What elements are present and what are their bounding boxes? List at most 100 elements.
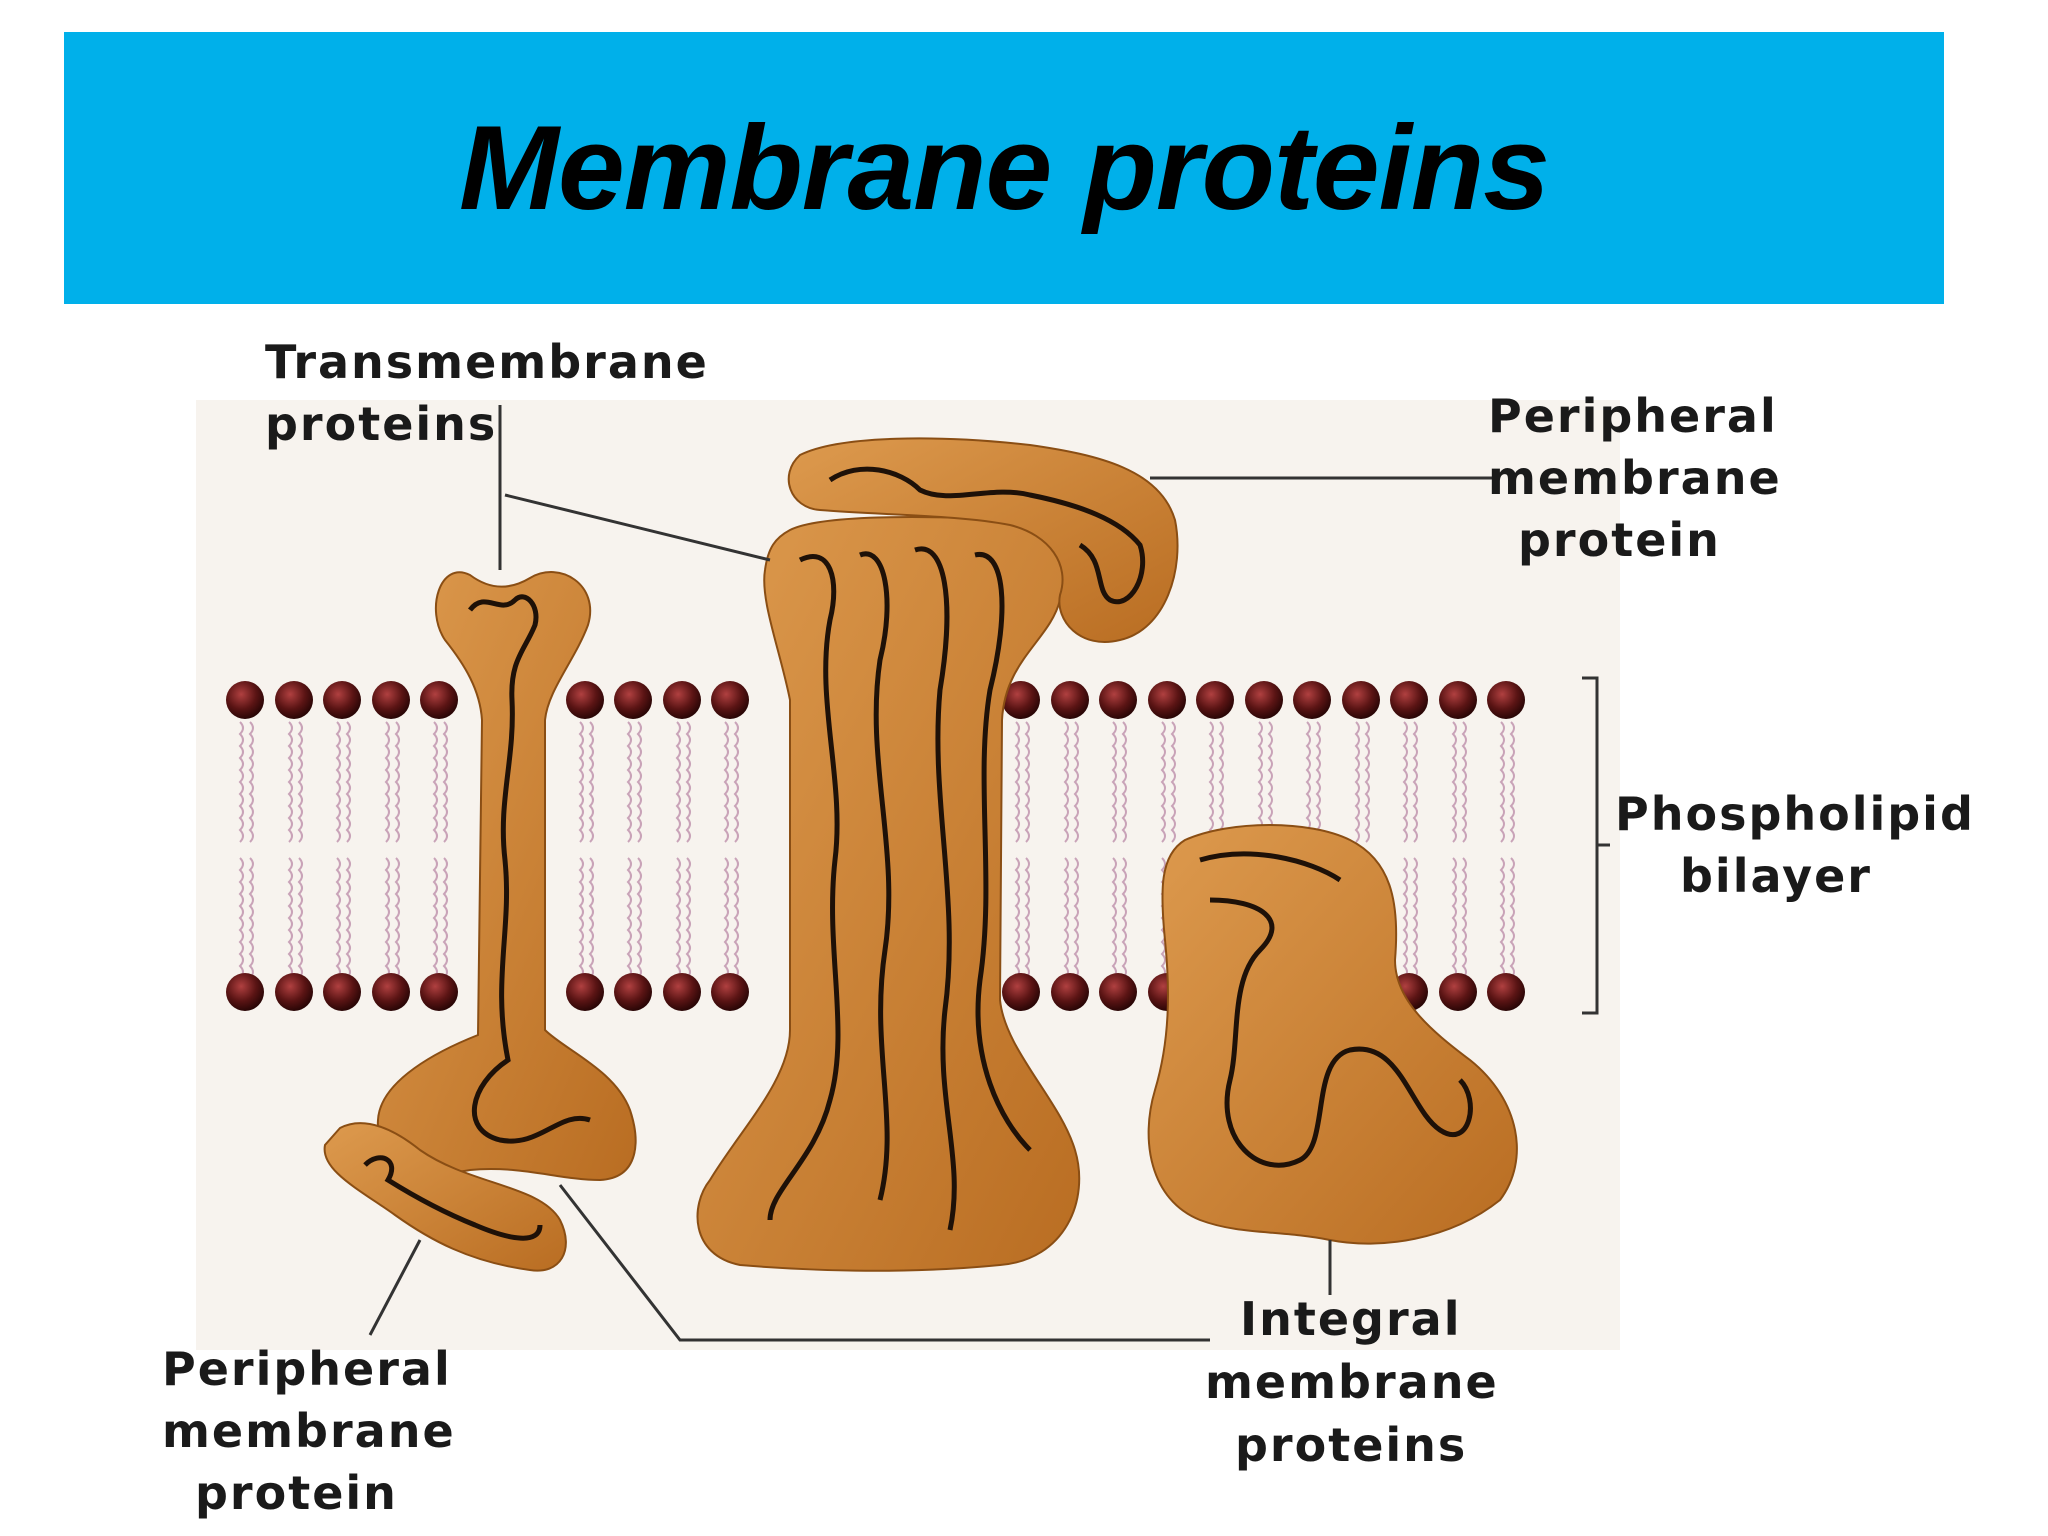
integral-protein-right — [1147, 824, 1518, 1245]
lipid-tail — [1499, 857, 1505, 979]
lipid-tail — [1063, 857, 1069, 979]
lipid-tail — [1354, 721, 1360, 843]
lipid-tail — [1402, 721, 1408, 843]
slide-title: Membrane proteins — [459, 101, 1550, 235]
lipid-head — [663, 681, 701, 719]
lipid-head — [663, 973, 701, 1011]
lipid-tail — [588, 721, 594, 843]
lipid-tail — [335, 857, 341, 979]
leader-transmembrane-central — [504, 493, 771, 562]
peripheral-protein-bottom-left — [323, 1122, 567, 1272]
lipid-tail — [1305, 721, 1311, 843]
lipid-tail — [345, 857, 351, 979]
label-peripheral-bottom-line3: protein — [195, 1466, 398, 1520]
lipid-tail — [636, 721, 642, 843]
lipid-tail — [1509, 721, 1515, 843]
lipid-tail — [675, 857, 681, 979]
label-integral-line2: membrane — [1205, 1355, 1499, 1409]
label-peripheral-top-line3: protein — [1518, 513, 1721, 567]
lipid-tail — [442, 857, 448, 979]
lipid-tail — [432, 721, 438, 843]
lipid-head — [1051, 681, 1089, 719]
lipid-tail — [1402, 857, 1408, 979]
lipid-tail — [384, 721, 390, 843]
lipid-tail — [297, 857, 303, 979]
lipid-head — [1002, 973, 1040, 1011]
lipid-tail — [287, 721, 293, 843]
lipid-tail — [287, 857, 293, 979]
lipid-head — [1148, 681, 1186, 719]
label-integral: Integral membrane proteins — [1205, 1292, 1517, 1472]
lipid-tail — [1257, 721, 1263, 843]
lipid-head — [420, 973, 458, 1011]
lipid-head — [566, 973, 604, 1011]
lipid-head — [1099, 973, 1137, 1011]
integral-protein-central — [696, 516, 1081, 1272]
lipid-tail — [626, 857, 632, 979]
lipid-head — [614, 681, 652, 719]
lipid-head — [566, 681, 604, 719]
lipid-head — [275, 973, 313, 1011]
peripheral-protein-top — [787, 437, 1179, 643]
lipid-tail — [1024, 857, 1030, 979]
lipid-tail — [1111, 721, 1117, 843]
lipid-tail — [685, 721, 691, 843]
lipid-tail — [578, 857, 584, 979]
lipid-tail — [685, 857, 691, 979]
lipid-tail — [1160, 721, 1166, 843]
lipid-head — [226, 681, 264, 719]
leader-peripheral-bottom — [368, 1239, 422, 1336]
title-bar: Membrane proteins — [64, 32, 1944, 304]
lipid-head — [1487, 681, 1525, 719]
lipid-tail — [1063, 721, 1069, 843]
lipid-tail — [1451, 721, 1457, 843]
lipid-tail — [1364, 721, 1370, 843]
lipid-head — [323, 973, 361, 1011]
lipid-tail — [1121, 857, 1127, 979]
label-transmembrane: Transmembrane proteins — [265, 335, 727, 451]
lipid-tail — [1315, 721, 1321, 843]
lipid-head — [711, 681, 749, 719]
label-phospholipid: Phospholipid bilayer — [1615, 787, 1993, 903]
leader-integral-left — [558, 1184, 1210, 1342]
lipid-tail — [1218, 721, 1224, 843]
lipid-tail — [1509, 857, 1515, 979]
lipid-tail — [248, 721, 254, 843]
lipid-tail — [335, 721, 341, 843]
lipid-head — [420, 681, 458, 719]
bilayer-bracket — [1582, 676, 1610, 1015]
lipid-tail — [723, 721, 729, 843]
lipid-tail — [1024, 721, 1030, 843]
lipid-tail — [1014, 857, 1020, 979]
lipid-head — [711, 973, 749, 1011]
lipid-tail — [248, 857, 254, 979]
lipid-head — [1487, 973, 1525, 1011]
lipid-tail — [384, 857, 390, 979]
lipid-head — [1099, 681, 1137, 719]
label-peripheral-bottom-line1: Peripheral — [162, 1342, 452, 1396]
lipid-tail — [394, 721, 400, 843]
lipid-tail — [297, 721, 303, 843]
lipid-head — [1196, 681, 1234, 719]
lipid-tail — [238, 857, 244, 979]
lipid-tail — [1412, 857, 1418, 979]
lipid-head — [1439, 973, 1477, 1011]
lipid-head — [372, 973, 410, 1011]
lipid-head — [1439, 681, 1477, 719]
lipid-head — [372, 681, 410, 719]
lipid-tail — [432, 857, 438, 979]
label-transmembrane-line1: Transmembrane — [265, 335, 709, 389]
lipid-tail — [394, 857, 400, 979]
lipid-tail — [1170, 721, 1176, 843]
leader-lines — [368, 405, 1500, 1342]
label-integral-line1: Integral — [1240, 1292, 1461, 1346]
lipid-head — [614, 973, 652, 1011]
lipid-tail — [626, 721, 632, 843]
label-integral-line3: proteins — [1235, 1418, 1467, 1472]
lipid-head — [1002, 681, 1040, 719]
lipid-tail — [723, 857, 729, 979]
lipid-head — [226, 973, 264, 1011]
lipid-tail — [733, 857, 739, 979]
lipid-head — [1051, 973, 1089, 1011]
